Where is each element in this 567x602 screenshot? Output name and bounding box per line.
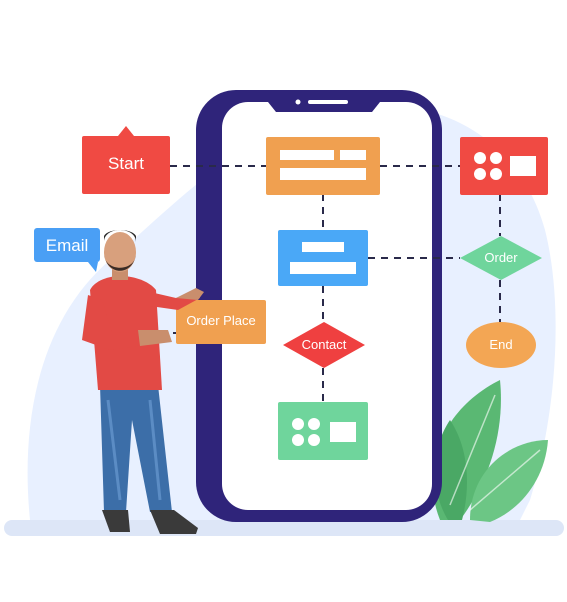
form-node [266, 137, 380, 195]
order-node [460, 236, 542, 280]
start-label: Start [108, 154, 144, 173]
phone-notch [268, 102, 380, 112]
process-node [278, 230, 368, 286]
phone-speaker [308, 100, 348, 104]
email-bubble [34, 228, 100, 272]
start-node [82, 126, 170, 194]
contact-label: Contact [301, 337, 347, 352]
grid-node [460, 137, 548, 195]
end-label: End [489, 337, 513, 352]
green-grid-node [278, 402, 368, 460]
phone-camera [295, 99, 301, 105]
email-label: Email [45, 236, 89, 255]
order-place-node [176, 300, 266, 344]
phone-screen [222, 102, 432, 510]
order-place-label: Order Place [186, 313, 256, 328]
man-figure [82, 230, 204, 534]
ground-line [4, 520, 564, 536]
order-label: Order [484, 250, 518, 265]
end-node [466, 322, 536, 368]
contact-node [283, 322, 365, 368]
leaf-plant [432, 380, 548, 522]
